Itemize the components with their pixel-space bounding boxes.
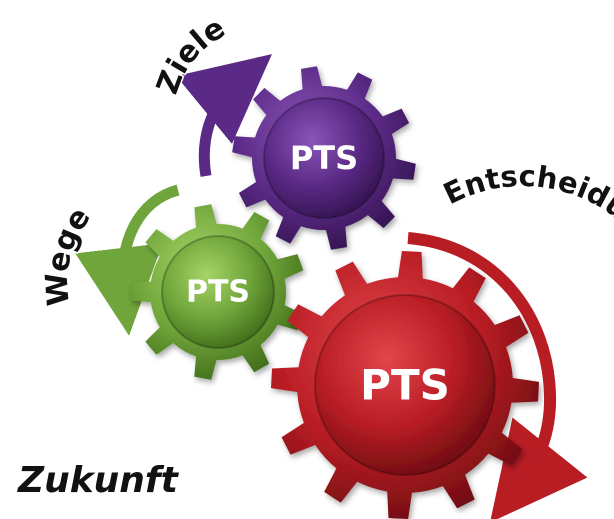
green-gear-label: PTS	[186, 275, 250, 310]
purple-curve-arrow	[176, 54, 272, 177]
green-gear	[130, 204, 304, 380]
purple-gear-hub	[263, 97, 385, 219]
purple-gear	[232, 66, 416, 250]
green-curve-arrow	[75, 184, 180, 336]
red-gear	[271, 251, 539, 519]
red-gear-label: PTS	[360, 361, 450, 410]
purple-gear-label: PTS	[290, 139, 358, 177]
entscheidungen-label: Entscheidungen	[438, 159, 614, 290]
wege-label: Wege	[39, 201, 97, 307]
green-gear-hub	[161, 235, 275, 349]
red-curve-arrow	[407, 232, 588, 519]
zukunft-footer: Zukunft	[18, 460, 178, 501]
ziele-label: Ziele	[150, 10, 231, 98]
red-gear-hub	[314, 294, 496, 476]
